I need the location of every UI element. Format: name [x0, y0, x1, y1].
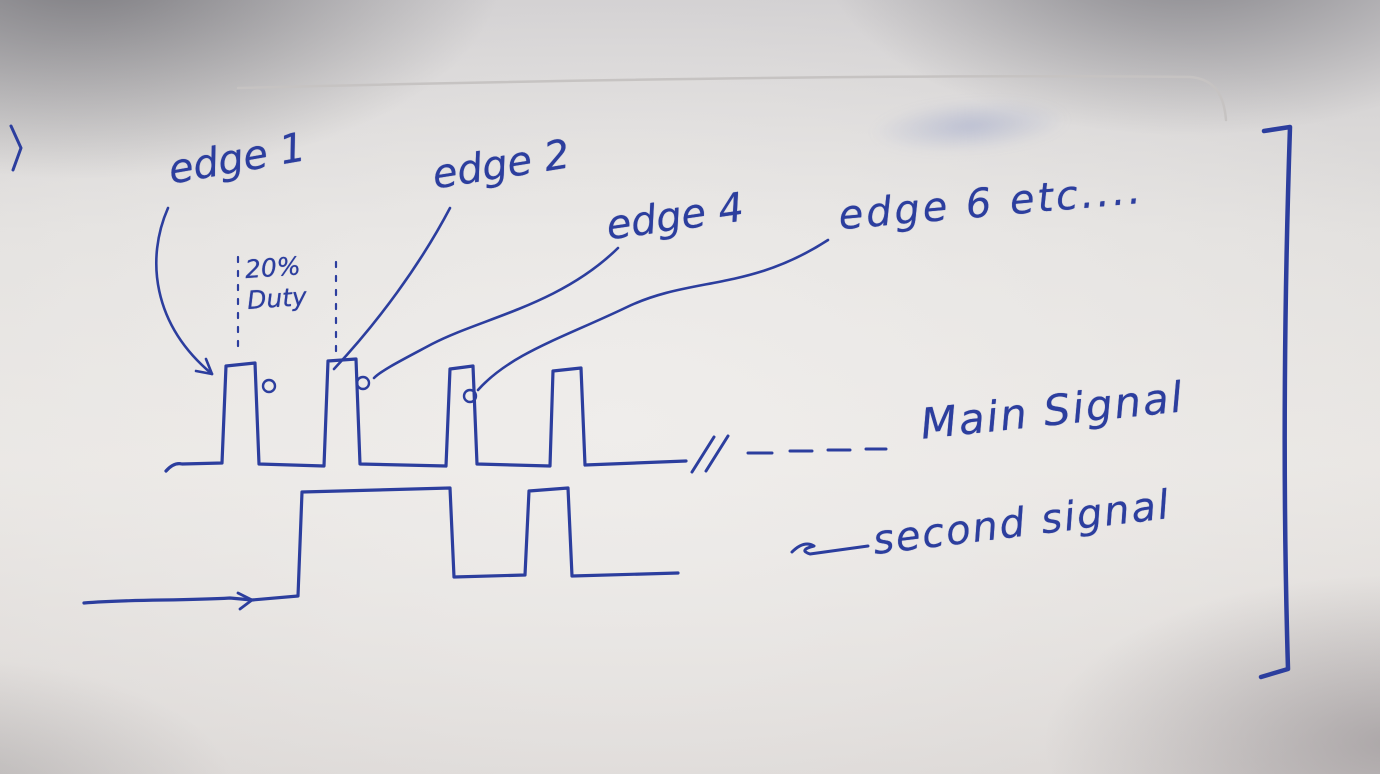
edge4-marker-circle	[355, 375, 371, 391]
right-bracket	[1258, 124, 1293, 680]
duty-cycle-value: 20%	[243, 251, 302, 285]
second-signal-waveform	[82, 486, 680, 605]
main-signal-continuation-dashes	[746, 447, 888, 455]
edge1-arrow-curve	[154, 206, 214, 376]
main-signal-waveform	[164, 357, 688, 473]
duty-cycle-word: Duty	[246, 281, 308, 316]
edge2-marker-circle	[261, 378, 277, 394]
duty-cycle-label: 20% Duty	[244, 250, 308, 316]
stray-mark	[9, 124, 23, 172]
edge2-leader-curve	[332, 206, 452, 371]
edge4-leader-curve	[372, 246, 620, 380]
edge1-arrowhead	[194, 357, 214, 376]
duty-cycle-dashed-guides	[236, 255, 338, 356]
second-signal-arrowhead	[236, 591, 254, 611]
second-signal-label-pointer	[790, 542, 870, 556]
board-top-edge	[236, 74, 1228, 122]
signal-break-marks	[690, 434, 730, 474]
edge6-marker-circle	[462, 388, 478, 404]
edge6-leader-curve	[476, 238, 830, 392]
